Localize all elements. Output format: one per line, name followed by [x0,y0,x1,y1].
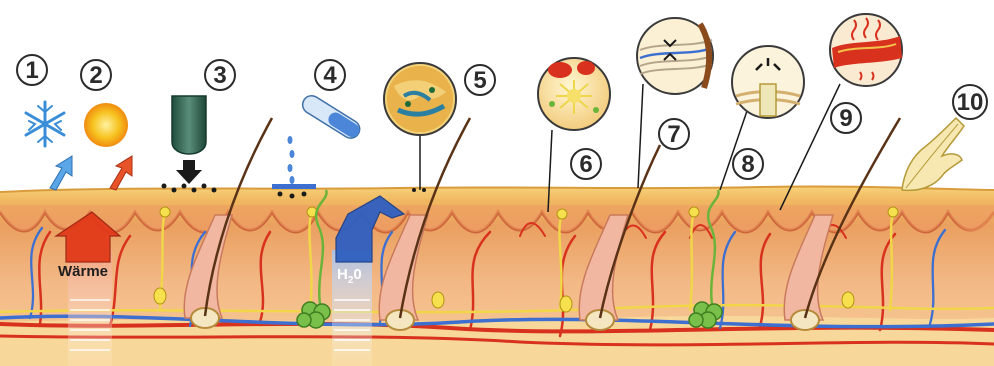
pressure-arrow [176,160,202,184]
marker-9: 9 [831,103,861,133]
marker-7-text: 7 [667,121,680,148]
marker-1-text: 1 [25,57,38,84]
receptor-dot [689,207,699,217]
water-drops [288,136,295,184]
film-on-skin [272,184,316,189]
receptor-corpuscle [432,292,444,308]
receptor-corpuscle [560,296,572,312]
test-tube-icon [299,92,363,141]
marker-3: 3 [205,60,235,90]
snowflake-icon [26,102,64,146]
marker-7: 7 [659,119,689,149]
marker-9-text: 9 [839,105,852,132]
receptor-dot [557,209,567,219]
warm-arrow-small [110,156,132,190]
cold-arrow [50,156,72,190]
receptor-dot [888,207,898,217]
marker-2-text: 2 [89,62,102,89]
marker-4-text: 4 [323,62,337,89]
pressure-stamp-icon [172,96,206,154]
marker-3-text: 3 [213,62,226,89]
stimulus-cold [26,102,72,190]
marker-5: 5 [465,65,495,95]
marker-10-text: 10 [957,89,984,116]
stimulus-particles [384,63,456,192]
marker-1: 1 [17,55,47,85]
lens-content [387,66,453,132]
marker-2: 2 [81,60,111,90]
sun-icon [84,103,128,147]
marker-5-text: 5 [473,67,486,94]
receptor-dot [160,207,170,217]
stimulus-touch [902,118,964,190]
marker-8-text: 8 [741,151,754,178]
stimulus-pressure [162,96,217,193]
skin-cross-section [0,186,994,366]
lens7-stem [638,84,643,188]
marker-10: 10 [953,85,987,119]
marker-4: 4 [315,60,345,90]
warmth-label: Wärme [58,263,108,280]
receptor-corpuscle [842,292,854,308]
marker-6-text: 6 [579,151,592,178]
marker-8: 8 [733,149,763,179]
receptor-corpuscle [154,288,166,304]
marker-6: 6 [571,149,601,179]
stimulus-7-lens [637,18,713,188]
